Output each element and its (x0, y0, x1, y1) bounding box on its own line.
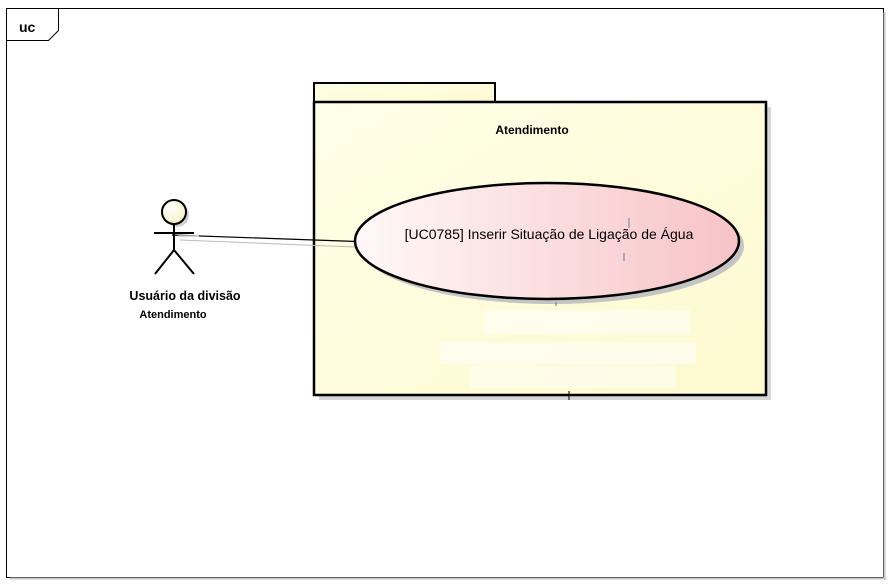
frame-tag-box (6, 8, 59, 41)
use-case-label: [UC0785] Inserir Situação de Ligação de … (405, 226, 694, 242)
actor-name-line2: Atendimento (139, 309, 207, 321)
package-title: Atendimento (495, 123, 568, 137)
package-tab (313, 82, 496, 103)
actor-stick-figure-icon (154, 199, 199, 275)
actor-usuario-divisao[interactable]: Usuário da divisão Atendimento (129, 199, 241, 321)
actor-name-line1: Usuário da divisão (129, 289, 241, 303)
frame-tag: uc (19, 19, 36, 35)
association-line[interactable] (171, 234, 358, 248)
use-case-uc0785[interactable]: [UC0785] Inserir Situação de Ligação de … (353, 181, 744, 306)
